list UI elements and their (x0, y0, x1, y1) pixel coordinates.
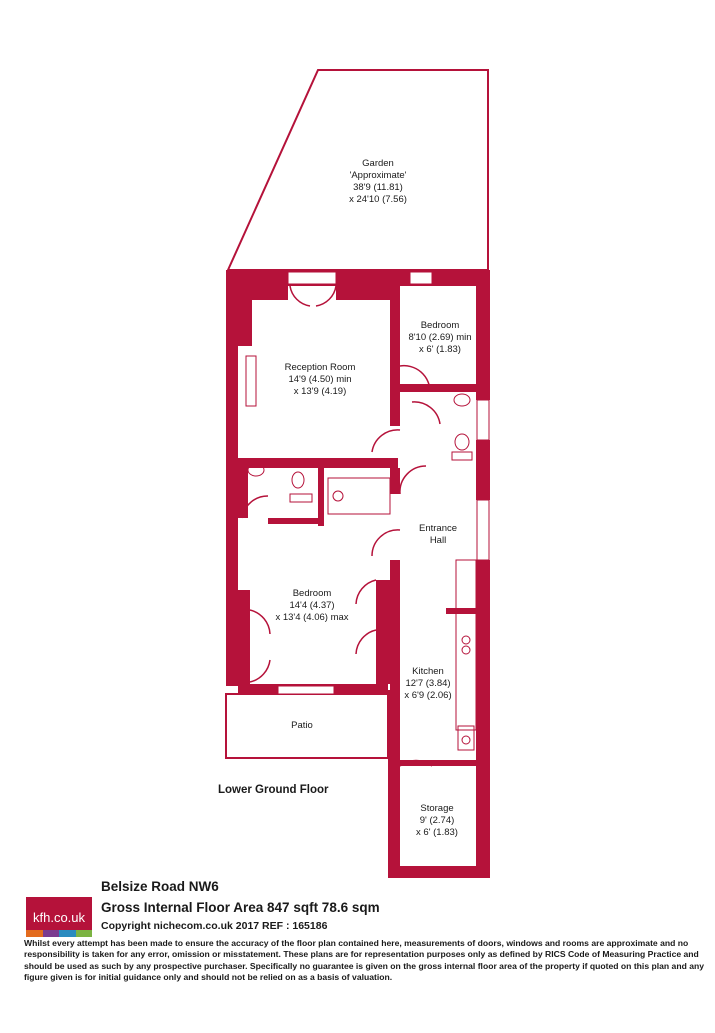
bedroom-small-label-3: x 6' (1.83) (419, 344, 461, 355)
reception-label-2: 14'9 (4.50) min (288, 374, 351, 385)
fixtures (245, 355, 477, 751)
kitchen-label-1: Kitchen (412, 666, 444, 677)
logo-bar-purple (42, 930, 59, 937)
reception-label-3: x 13'9 (4.19) (294, 386, 347, 397)
logo-color-bar (26, 930, 92, 937)
gross-area: Gross Internal Floor Area 847 sqft 78.6 … (101, 900, 380, 915)
copyright: Copyright nichecom.co.uk 2017 REF : 1651… (101, 920, 328, 932)
storage-label-1: Storage (420, 803, 453, 814)
bedroom-small-label-2: 8'10 (2.69) min (408, 332, 471, 343)
bedroom-main-label-2: 14'4 (4.37) (289, 600, 334, 611)
reception-label-1: Reception Room (285, 362, 356, 373)
storage-label-2: 9' (2.74) (420, 815, 455, 826)
room-labels: Garden 'Approximate' 38'9 (11.81) x 24'1… (218, 158, 472, 838)
disclaimer: Whilst every attempt has been made to en… (24, 938, 705, 983)
kitchen-label-3: x 6'9 (2.06) (404, 690, 451, 701)
logo-bar-green (75, 930, 92, 937)
kitchen-label-2: 12'7 (3.84) (405, 678, 450, 689)
storage-label-3: x 6' (1.83) (416, 827, 458, 838)
garden-label-4: x 24'10 (7.56) (349, 194, 407, 205)
address: Belsize Road NW6 (101, 879, 219, 894)
floor-plan: Garden 'Approximate' 38'9 (11.81) x 24'1… (218, 69, 490, 878)
garden-label-1: Garden (362, 158, 394, 169)
bedroom-main-label-3: x 13'4 (4.06) max (275, 612, 348, 623)
logo-text: kfh.co.uk (32, 909, 86, 925)
entrance-label-1: Entrance (419, 523, 457, 534)
bedroom-main-label-1: Bedroom (293, 588, 332, 599)
walls (226, 270, 490, 878)
windows (277, 271, 490, 695)
logo-bar-blue (59, 930, 76, 937)
floor-label: Lower Ground Floor (218, 784, 329, 796)
entrance-label-2: Hall (430, 535, 446, 546)
garden-label-2: 'Approximate' (350, 170, 407, 181)
bedroom-small-label-1: Bedroom (421, 320, 460, 331)
logo-bar-orange (26, 930, 43, 937)
doors (241, 285, 441, 767)
garden-label-3: 38'9 (11.81) (353, 182, 403, 193)
patio-label: Patio (291, 720, 313, 731)
